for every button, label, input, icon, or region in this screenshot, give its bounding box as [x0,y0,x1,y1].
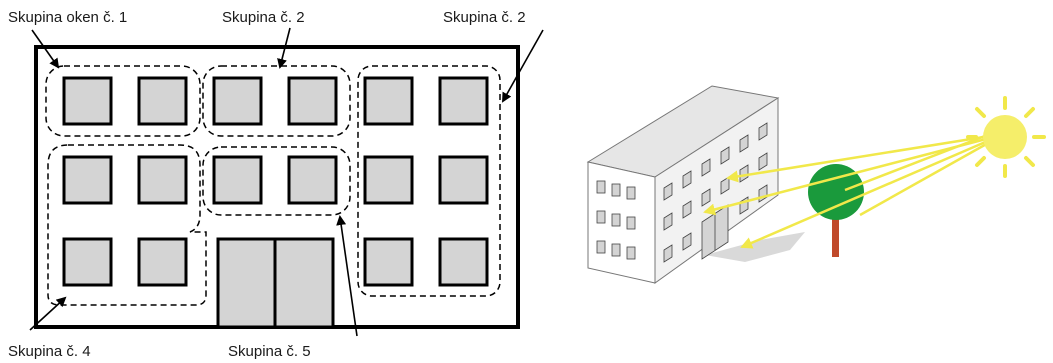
window [62,155,113,205]
window [363,237,414,287]
tree-crown [808,164,864,220]
sun-icon [966,96,1046,178]
building-3d-icon [586,85,805,284]
window [287,155,338,205]
arrow-group-2-top [277,27,291,69]
window [137,155,188,205]
sun-rays [703,132,991,249]
window [62,76,113,126]
arrow-group-2-right [502,29,544,103]
window [363,76,414,126]
shadow [705,232,805,262]
group-outline-1 [45,65,201,137]
window [212,155,263,205]
window [287,76,338,126]
entrance-door [216,237,335,329]
label-group-1: Skupina oken č. 1 [8,9,127,26]
front-windows [596,180,636,260]
label-group-5: Skupina č. 5 [228,343,311,360]
window [438,76,489,126]
windows [62,76,489,287]
arrow-group-1 [31,29,60,69]
tree-icon [808,164,864,257]
window [363,155,414,205]
tree-trunk [832,212,839,257]
label-group-2-right: Skupina č. 2 [443,9,526,26]
group-outline-5 [202,146,351,216]
label-group-2-top: Skupina č. 2 [222,9,305,26]
label-group-4: Skupina č. 4 [8,343,91,360]
window [137,76,188,126]
group-outline-4 [47,144,207,306]
side-windows [663,122,768,263]
window [438,155,489,205]
group-outline-2-top [202,65,351,137]
window [62,237,113,287]
window [137,237,188,287]
facade-elevation: Skupina oken č. 1 Skupina č. 2 Skupina č… [8,9,544,360]
arrow-group-5 [336,215,358,337]
window [438,237,489,287]
window [212,76,263,126]
arrow-group-4 [29,296,67,331]
